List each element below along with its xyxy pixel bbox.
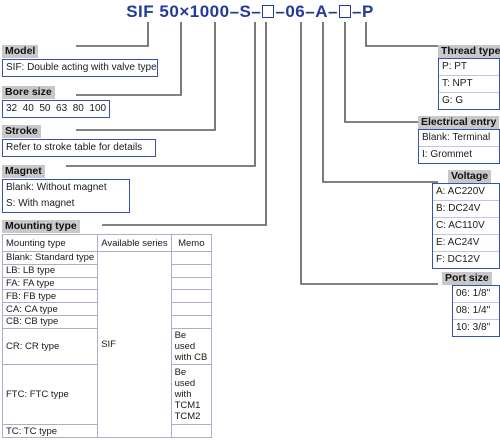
table-row: CR: CR type Be used with CB xyxy=(1,327,213,366)
stroke-box: Refer to stroke table for details xyxy=(2,139,156,157)
electrical-entry-header: Electrical entry xyxy=(418,116,500,129)
memo-cell xyxy=(170,289,213,304)
mounting-type-cell: CB: CB type xyxy=(1,315,99,329)
model-box: SIF: Double acting with valve type xyxy=(2,59,158,77)
available-series-cell: SIF xyxy=(97,251,172,438)
memo-cell xyxy=(170,263,213,278)
table-row: FB: FB type xyxy=(1,289,213,304)
voltage-box: A: AC220V B: DC24V C: AC110V E: AC24V F:… xyxy=(432,183,500,269)
voltage-header: Voltage xyxy=(448,170,492,183)
mounting-type-cell: CR: CR type xyxy=(1,327,99,366)
magnet-header: Magnet xyxy=(2,165,45,178)
mounting-type-header: Mounting type xyxy=(2,220,80,233)
connector-electrical xyxy=(344,22,438,123)
code-electrical-placeholder xyxy=(338,5,351,18)
port-size-box: 06: 1/8" 08: 1/4" 10: 3/8" xyxy=(452,285,500,337)
mounting-type-cell: Blank: Standard type xyxy=(1,251,99,265)
memo-cell xyxy=(170,302,213,317)
connector-thread xyxy=(365,22,438,47)
mounting-type-table: Mounting type Available series Memo Blan… xyxy=(1,234,213,438)
mounting-type-cell: FA: FA type xyxy=(1,276,99,291)
mounting-type-cell: TC: TC type xyxy=(1,424,99,438)
thread-type-option: G: G xyxy=(439,92,499,109)
memo-cell xyxy=(170,276,213,291)
table-row: FTC: FTC type Be used with TCM1 TCM2 xyxy=(1,364,213,426)
code-mounting-placeholder xyxy=(262,5,275,18)
memo-cell: Be used with CB xyxy=(170,327,213,366)
port-size-header: Port size xyxy=(442,272,492,285)
model-value: SIF: Double acting with valve type xyxy=(6,62,157,73)
table-row: CB: CB type xyxy=(1,315,213,329)
table-row: TC: TC type xyxy=(1,424,213,438)
code-magnet: S xyxy=(239,2,252,21)
connector-port xyxy=(300,22,438,285)
code-series: SIF xyxy=(126,2,155,21)
mounting-type-cell: LB: LB type xyxy=(1,263,99,278)
thread-type-option: P: PT xyxy=(442,61,468,72)
connector-mounting xyxy=(102,22,267,226)
code-stroke: 1000 xyxy=(189,2,230,21)
thread-type-option: T: NPT xyxy=(439,75,499,92)
bore-size-box: 32 40 50 63 80 100 xyxy=(2,100,110,118)
model-code: SIF 50×1000–S––06–A––P xyxy=(126,2,374,21)
thread-type-box: P: PT T: NPT G: G xyxy=(438,58,500,110)
voltage-option: E: AC24V xyxy=(433,234,499,251)
connector-bore xyxy=(76,22,182,96)
port-size-option: 10: 3/8" xyxy=(453,319,499,336)
stroke-header: Stroke xyxy=(2,125,41,138)
magnet-box: Blank: Without magnet S: With magnet xyxy=(2,179,130,213)
mounting-type-cell: FTC: FTC type xyxy=(1,364,99,426)
code-port: 06 xyxy=(285,2,306,21)
magnet-option: Blank: Without magnet xyxy=(6,182,107,193)
port-size-option: 06: 1/8" xyxy=(456,288,491,299)
electrical-entry-option: I: Grommet xyxy=(419,146,499,163)
memo-cell: Be used with TCM1 TCM2 xyxy=(170,364,213,426)
bore-size-header: Bore size xyxy=(2,86,55,99)
memo-cell xyxy=(170,315,213,329)
connector-voltage xyxy=(322,22,438,183)
magnet-option: S: With magnet xyxy=(6,198,75,209)
mounting-type-cell: CA: CA type xyxy=(1,302,99,317)
column-header: Memo xyxy=(170,234,213,252)
thread-type-header: Thread type xyxy=(438,45,500,58)
memo-cell xyxy=(170,424,213,438)
memo-cell xyxy=(170,251,213,265)
column-header: Available series xyxy=(97,234,172,252)
port-size-option: 08: 1/4" xyxy=(453,302,499,319)
table-header-row: Mounting type Available series Memo xyxy=(1,234,213,252)
voltage-option: A: AC220V xyxy=(436,186,485,197)
electrical-entry-option: Blank: Terminal xyxy=(422,132,491,143)
table-row: Blank: Standard type SIF xyxy=(1,251,213,438)
code-voltage: A xyxy=(315,2,328,21)
stroke-value: Refer to stroke table for details xyxy=(6,142,143,153)
voltage-option: C: AC110V xyxy=(433,217,499,234)
voltage-option: F: DC12V xyxy=(433,251,499,268)
mounting-type-cell: FB: FB type xyxy=(1,289,99,304)
model-header: Model xyxy=(2,45,39,58)
electrical-entry-box: Blank: Terminal I: Grommet xyxy=(418,129,500,164)
connector-model xyxy=(76,22,149,47)
code-times: × xyxy=(179,2,190,21)
code-bore: 50 xyxy=(159,2,180,21)
voltage-option: B: DC24V xyxy=(433,200,499,217)
connector-stroke xyxy=(76,22,216,131)
connector-magnet xyxy=(66,22,256,167)
bore-size-value: 32 40 50 63 80 100 xyxy=(6,103,107,114)
code-thread: P xyxy=(361,2,374,21)
column-header: Mounting type xyxy=(1,234,99,252)
